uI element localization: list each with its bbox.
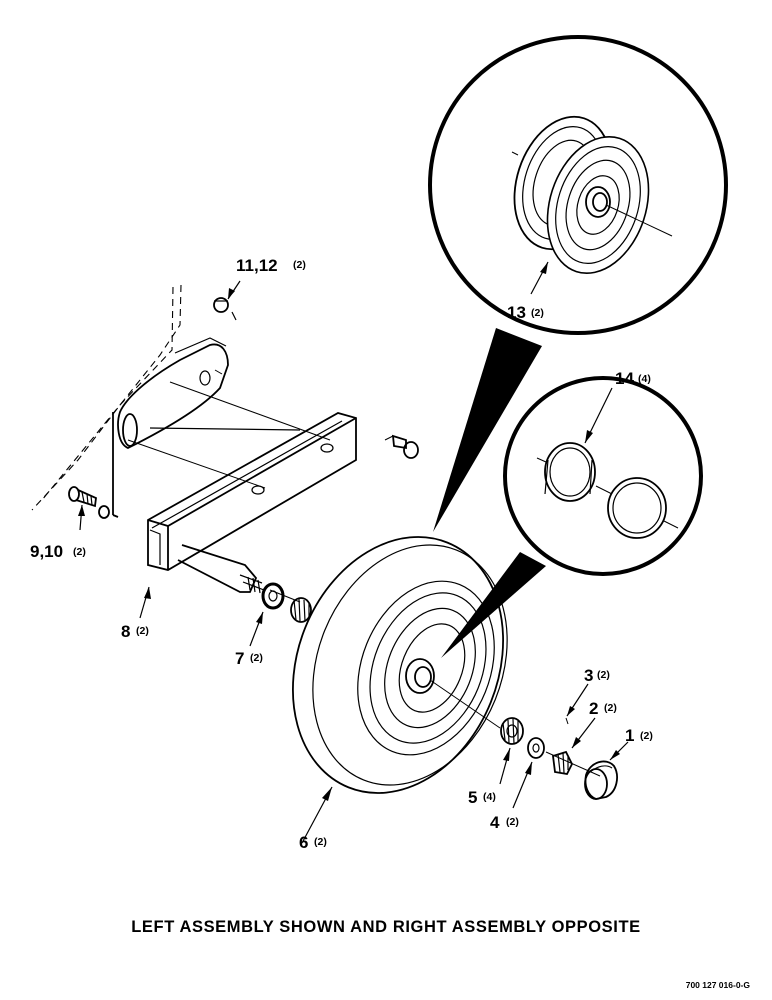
callout-9-10-qty: (2) [73, 546, 86, 558]
callout-5-qty: (4) [483, 791, 496, 803]
carriage-bolt [384, 434, 419, 459]
seal-part-7: 7 (2) [235, 582, 312, 668]
callout-11-12-qty: (2) [293, 259, 306, 271]
axle-beam-part-8: 8 (2) [121, 412, 357, 641]
callout-7-qty: (2) [250, 652, 263, 664]
callout-8-qty: (2) [136, 625, 149, 637]
detail-callout-bearing-cups: 14 (4) [441, 369, 703, 658]
tire-part-6: 6 (2) [292, 536, 508, 852]
callout-14-number: 14 [615, 369, 634, 388]
callout-3-qty: (2) [597, 669, 610, 681]
callout-8-number: 8 [121, 622, 130, 641]
frame-outline [31, 284, 182, 518]
callout-6-number: 6 [299, 833, 308, 852]
callout-5-number: 5 [468, 788, 477, 807]
callout-13-number: 13 [507, 303, 526, 322]
callout-13-qty: (2) [531, 307, 544, 319]
bolt-11-12: 11,12 (2) [213, 256, 306, 321]
callout-11-12-number: 11,12 [236, 256, 278, 275]
callout-4-qty: (2) [506, 816, 519, 828]
callout-2-qty: (2) [604, 702, 617, 714]
bearing-cone-part-5: 5 (4) [468, 717, 524, 807]
callout-1-qty: (2) [640, 730, 653, 742]
detail-callout-rim: 13 (2) [428, 35, 728, 532]
callout-7-number: 7 [235, 649, 244, 668]
rim-part-13 [511, 115, 673, 275]
bolt-9-10: 9,10 (2) [30, 486, 110, 561]
callout-9-10-number: 9,10 [30, 542, 63, 561]
callout-3-number: 3 [584, 666, 593, 685]
callout-2-number: 2 [589, 699, 598, 718]
diagram-caption: LEFT ASSEMBLY SHOWN AND RIGHT ASSEMBLY O… [131, 918, 641, 936]
callout-1-number: 1 [625, 726, 634, 745]
hub-cap-part-1: 1 (2) [584, 726, 653, 800]
drawing-number: 700 127 016-0-G [685, 980, 750, 990]
callout-14-qty: (4) [638, 373, 651, 385]
castle-nut-part-2: 2 (2) [545, 699, 617, 777]
callout-6-qty: (2) [314, 836, 327, 848]
mounting-bracket [117, 337, 331, 489]
washer-part-4: 4 (2) [490, 737, 545, 832]
callout-4-number: 4 [490, 813, 500, 832]
bearing-cup-part-14 [536, 442, 679, 539]
cotter-pin-part-3: 3 (2) [565, 666, 610, 725]
